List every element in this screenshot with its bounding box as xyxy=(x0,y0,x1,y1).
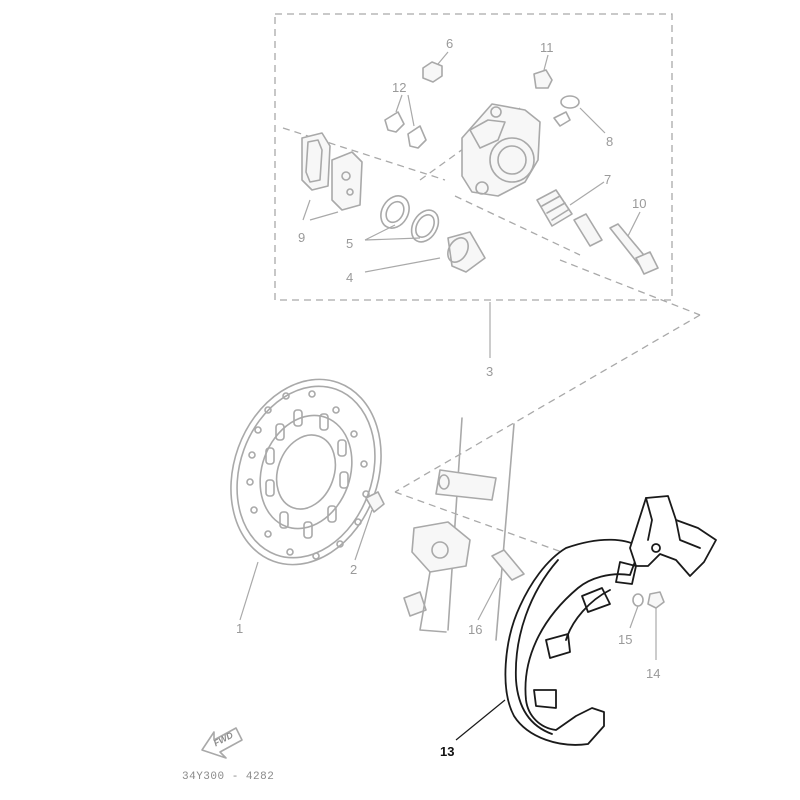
guard-bolt xyxy=(477,549,525,621)
disc-bolt xyxy=(354,491,385,561)
callout-6: 6 xyxy=(446,36,453,51)
callout-8: 8 xyxy=(606,134,613,149)
caliper-body xyxy=(461,103,541,197)
washer-and-nut xyxy=(629,591,665,660)
caliper-assembly-box xyxy=(274,13,673,301)
callout-7: 7 xyxy=(604,172,611,187)
callout-2: 2 xyxy=(350,562,357,577)
disc-guard xyxy=(455,495,717,746)
callout-12: 12 xyxy=(392,80,406,95)
bleed-nut xyxy=(422,51,449,83)
pin-boot xyxy=(536,181,605,247)
bleed-screw xyxy=(553,95,606,134)
piston-seals xyxy=(364,195,440,243)
pad-pins xyxy=(384,94,427,149)
callout-10: 10 xyxy=(632,196,646,211)
brake-disc xyxy=(230,378,382,621)
callout-5: 5 xyxy=(346,236,353,251)
callout-15: 15 xyxy=(618,632,632,647)
callout-14: 14 xyxy=(646,666,660,681)
callout-9: 9 xyxy=(298,230,305,245)
diagram-reference-code: 34Y300 - 4282 xyxy=(182,771,274,783)
brake-pad-set xyxy=(301,132,363,221)
forward-arrow-icon: FWD xyxy=(201,727,243,759)
callout-4: 4 xyxy=(346,270,353,285)
caliper-piston xyxy=(364,231,486,273)
callout-11: 11 xyxy=(540,40,554,55)
callout-3: 3 xyxy=(486,364,493,379)
bleed-cap xyxy=(533,54,553,89)
caliper-bolt xyxy=(609,211,659,275)
callout-1: 1 xyxy=(236,621,243,636)
callout-labels: 1 2 3 4 5 6 7 8 9 10 11 12 13 14 15 16 xyxy=(236,36,660,759)
callout-16: 16 xyxy=(468,622,482,637)
callout-13: 13 xyxy=(440,744,454,759)
front-fork xyxy=(403,417,515,641)
